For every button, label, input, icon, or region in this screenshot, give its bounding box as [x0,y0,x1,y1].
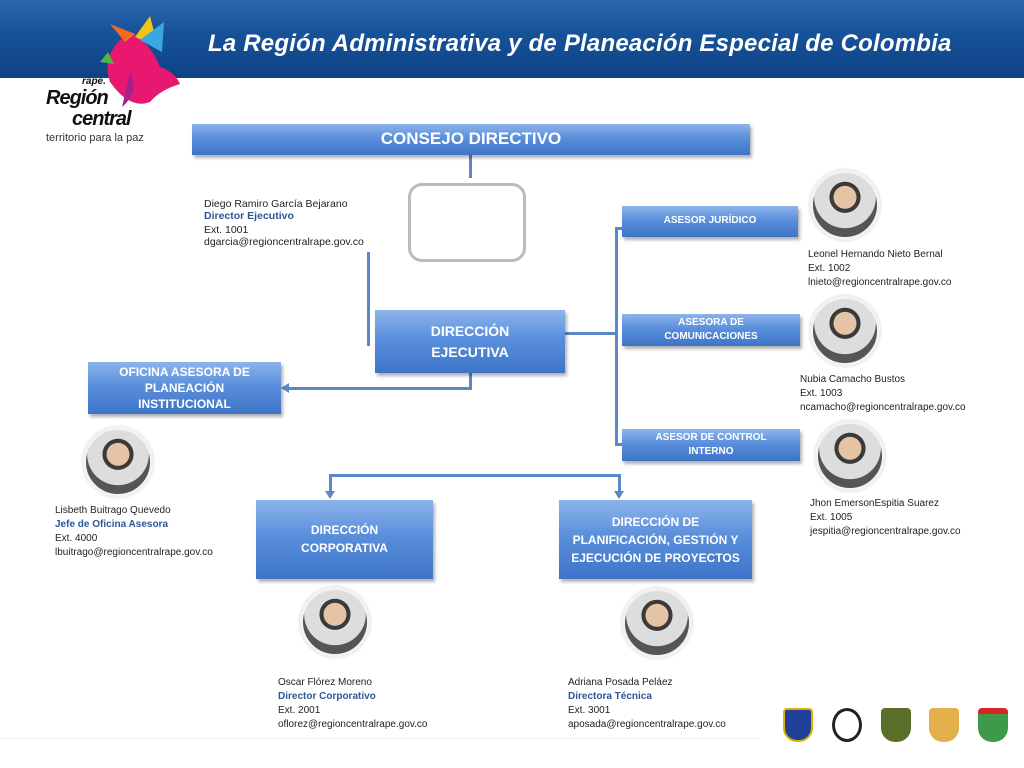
crest-bogota-icon [780,708,816,758]
person-email[interactable]: lbuitrago@regioncentralrape.gov.co [55,547,213,558]
logo-tagline: territorio para la paz [46,132,144,144]
connector-line [288,387,472,390]
box-oficina-planeacion[interactable]: OFICINA ASESORA DE PLANEACIÓN INSTITUCIO… [88,362,281,414]
person-role: Director Corporativo [278,691,376,702]
box-consejo-directivo[interactable]: CONSEJO DIRECTIVO [192,124,750,155]
person-ext: Ext. 2001 [278,705,321,716]
connector-line [469,373,472,389]
person-email[interactable]: dgarcia@regioncentralrape.gov.co [204,236,364,248]
photo-camacho [810,296,880,366]
connector-line [565,332,617,335]
dove-logo-icon [100,16,180,107]
logo-wordmark: rape. Región central [46,76,132,130]
info-espitia: Jhon EmersonEspitia Suarez Ext. 1005 jes… [810,497,961,539]
person-ext: Ext. 1003 [800,388,843,399]
person-name: Adriana Posada Peláez [568,677,673,688]
logo-region: Región [46,87,109,109]
person-name: Diego Ramiro García Bejarano [204,198,348,210]
photo-buitrago [83,427,153,497]
connector-line [329,474,621,477]
photo-placeholder [408,183,526,262]
info-camacho: Nubia Camacho Bustos Ext. 1003 ncamacho@… [800,373,966,415]
crest-meta-icon [926,708,962,758]
connector-line [615,227,618,445]
connector-line [615,443,623,446]
logo-central: central [72,108,132,130]
crest-tolima-icon [975,708,1011,758]
crest-boyaca-icon [878,708,914,758]
connector-line [469,155,472,178]
connector-line [329,474,332,492]
info-posada: Adriana Posada Peláez Directora Técnica … [568,676,726,732]
person-email[interactable]: oflorez@regioncentralrape.gov.co [278,719,428,730]
arrow-down-icon [614,491,624,499]
box-direccion-ejecutiva[interactable]: DIRECCIÓN EJECUTIVA [375,310,565,373]
logo-rape: rape. [82,76,106,87]
info-florez: Oscar Flórez Moreno Director Corporativo… [278,676,428,732]
box-direccion-corporativa[interactable]: DIRECCIÓN CORPORATIVA [256,500,433,579]
box-asesor-juridico[interactable]: ASESOR JURÍDICO [622,206,798,237]
connector-line [615,227,623,230]
person-email[interactable]: aposada@regioncentralrape.gov.co [568,719,726,730]
arrow-left-icon [281,383,289,393]
person-email[interactable]: lnieto@regioncentralrape.gov.co [808,277,952,288]
photo-posada [622,588,692,658]
footer-divider [0,738,760,739]
person-ext: Ext. 1002 [808,263,851,274]
person-name: Jhon EmersonEspitia Suarez [810,498,939,509]
photo-florez [300,587,370,657]
photo-nieto [810,170,880,240]
photo-espitia [815,421,885,491]
person-name: Oscar Flórez Moreno [278,677,372,688]
person-ext: Ext. 1005 [810,512,853,523]
box-asesora-comunicaciones[interactable]: ASESORA DE COMUNICACIONES [622,314,800,346]
person-email[interactable]: jespitia@regioncentralrape.gov.co [810,526,961,537]
connector-line [618,474,621,492]
info-garcia: Diego Ramiro García Bejarano Director Ej… [204,198,364,248]
person-name: Leonel Hernando Nieto Bernal [808,249,943,260]
page-title: La Región Administrativa y de Planeación… [208,30,952,57]
info-buitrago: Lisbeth Buitrago Quevedo Jefe de Oficina… [55,504,213,560]
info-nieto: Leonel Hernando Nieto Bernal Ext. 1002 l… [808,248,951,290]
person-email[interactable]: ncamacho@regioncentralrape.gov.co [800,402,966,413]
person-role: Director Ejecutivo [204,210,294,222]
person-ext: Ext. 1001 [204,224,249,236]
connector-line [367,252,370,346]
person-ext: Ext. 3001 [568,705,611,716]
box-direccion-planificacion[interactable]: DIRECCIÓN DE PLANIFICACIÓN, GESTIÓN Y EJ… [559,500,752,579]
arrow-down-icon [325,491,335,499]
box-asesor-control-interno[interactable]: ASESOR DE CONTROL INTERNO [622,429,800,461]
crest-cundinamarca-icon [829,708,865,758]
person-role: Directora Técnica [568,691,652,702]
person-ext: Ext. 4000 [55,533,98,544]
header-banner: La Región Administrativa y de Planeación… [0,0,1024,78]
person-name: Lisbeth Buitrago Quevedo [55,505,171,516]
person-name: Nubia Camacho Bustos [800,374,906,385]
person-role: Jefe de Oficina Asesora [55,519,169,530]
